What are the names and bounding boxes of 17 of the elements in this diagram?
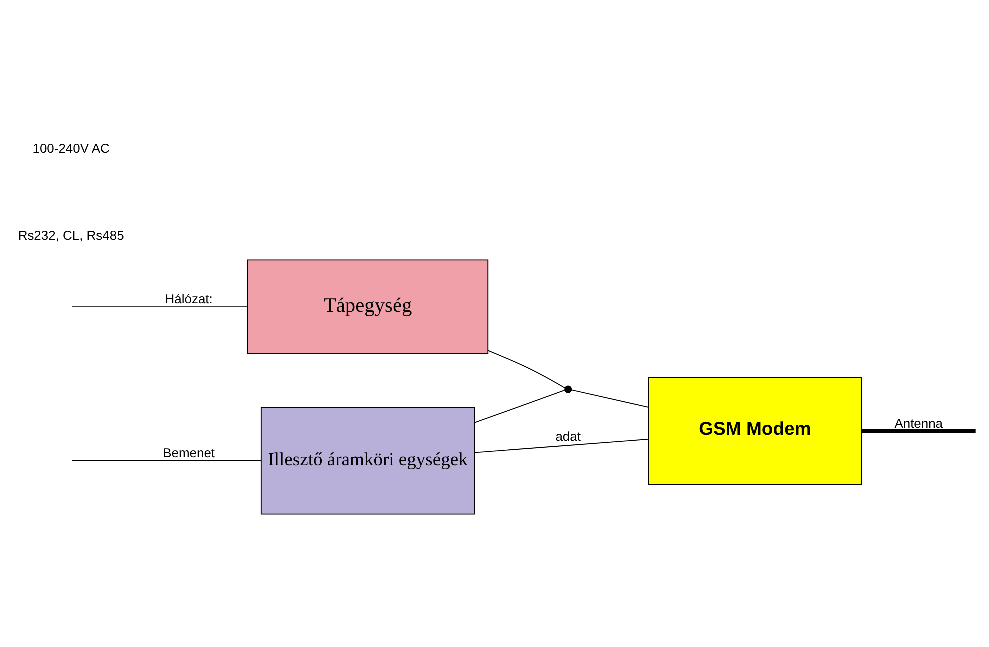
- node-circle: [564, 386, 572, 394]
- connector: [571, 390, 649, 408]
- connector: [474, 438, 649, 454]
- label: Rs232, CL, Rs485: [18, 228, 124, 243]
- edge-label: Antenna: [894, 416, 944, 431]
- connector: [72, 460, 262, 462]
- node-box: Tápegység: [248, 260, 489, 354]
- connector: [488, 350, 566, 389]
- connector: [72, 306, 248, 308]
- edge-label: Bemenet: [163, 445, 216, 460]
- label: 100-240V AC: [32, 140, 110, 156]
- node-box: GSM Modem: [648, 378, 862, 486]
- node-box: Illesztő áramköri egységek: [260, 407, 476, 515]
- edge-label: Hálózat:: [165, 292, 213, 307]
- edge-label: adat: [556, 428, 581, 444]
- connector: [474, 390, 566, 424]
- connector: [862, 429, 976, 434]
